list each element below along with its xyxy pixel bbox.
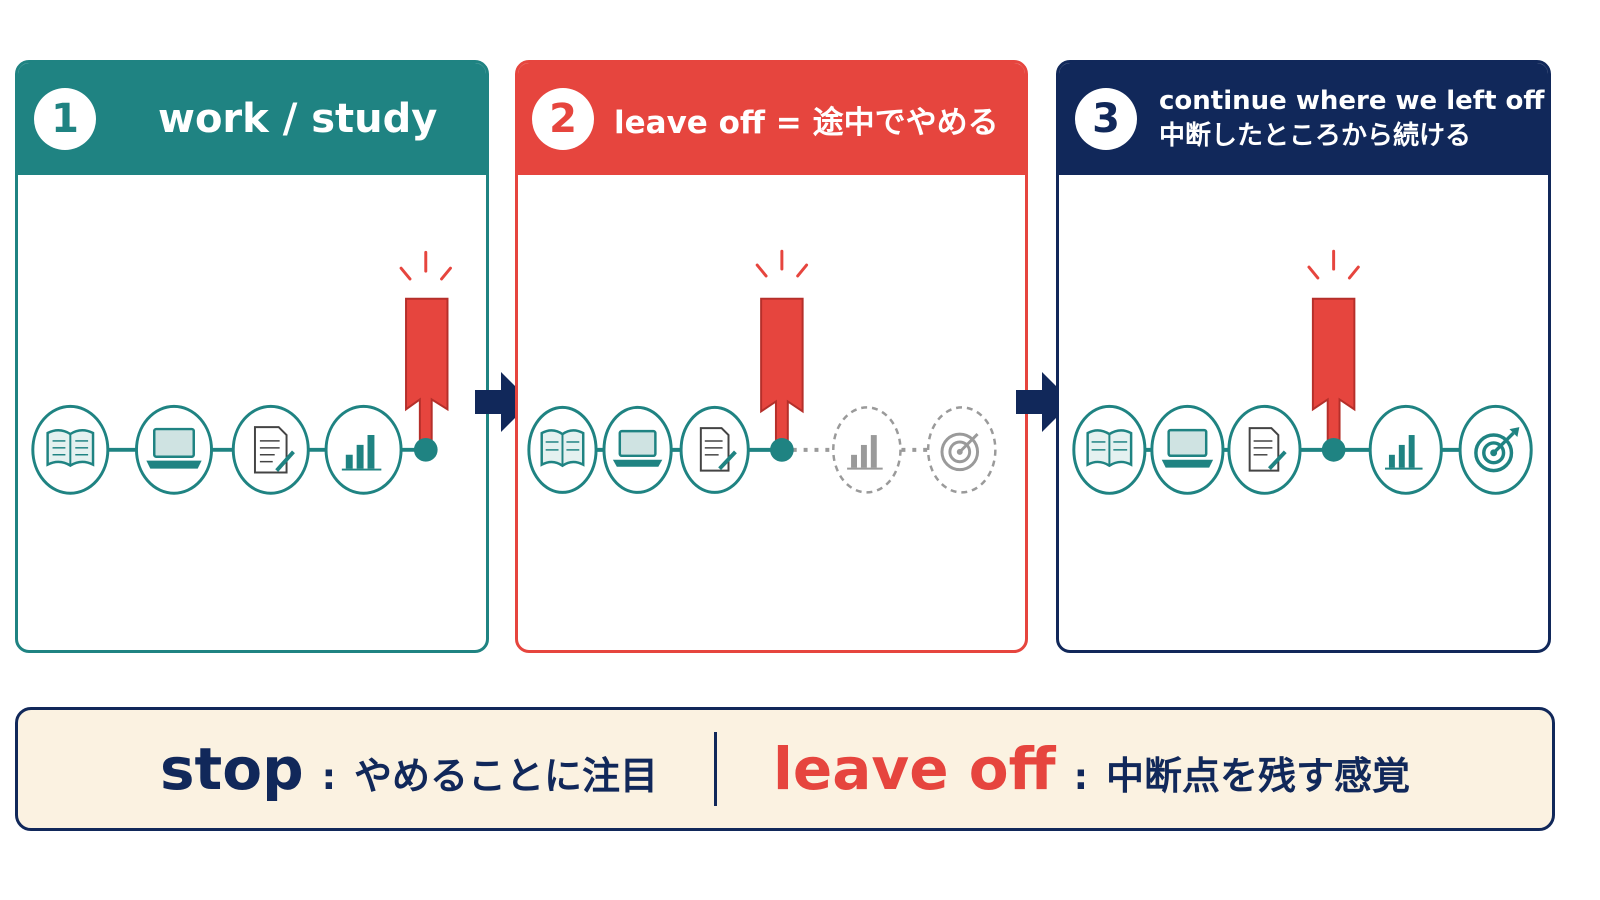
right-arrow-icon — [475, 372, 531, 432]
stop-description: やめることに注目 — [354, 754, 659, 798]
panel-header: 1 work / study — [18, 63, 486, 175]
panel-title: continue where we left off = 中断したところから続け… — [1159, 84, 1551, 154]
leave-off-description: 中断点を残す感覚 — [1105, 754, 1410, 798]
colon: : — [321, 757, 337, 798]
stop-point-marker — [413, 437, 438, 462]
summary-leave-off: leave off : 中断点を残す感覚 — [773, 735, 1410, 803]
bar-chart-icon — [324, 404, 403, 495]
step-number-badge: 1 — [34, 88, 96, 150]
panel-leave-off: 2 leave off = 途中でやめる — [515, 60, 1028, 653]
panel-title-line2: 中断したところから続ける — [1159, 121, 1472, 151]
stop-point-marker — [770, 438, 794, 462]
keyword-stop: stop — [160, 735, 304, 803]
bookmark-icon — [1307, 249, 1360, 445]
laptop-icon — [1150, 404, 1225, 495]
book-icon — [31, 404, 110, 495]
document-pen-icon — [1227, 404, 1302, 495]
step-number-badge: 3 — [1075, 88, 1137, 150]
bookmark-icon — [399, 250, 452, 445]
progress-scene — [527, 249, 997, 494]
target-icon — [1458, 404, 1533, 495]
progress-scene — [31, 250, 452, 495]
resume-point-marker — [1321, 438, 1346, 462]
step-number-badge: 2 — [532, 88, 594, 150]
panel-title-line1: continue where we left off = — [1159, 85, 1551, 116]
panel-work-study: 1 work / study — [15, 60, 489, 653]
laptop-icon — [135, 404, 213, 495]
bookmark-icon — [755, 249, 809, 445]
document-pen-icon — [231, 404, 310, 495]
laptop-icon — [602, 405, 673, 494]
panel-header: 2 leave off = 途中でやめる — [518, 63, 1025, 175]
book-icon — [1072, 404, 1147, 495]
bar-chart-icon — [1368, 404, 1443, 495]
divider — [714, 732, 718, 806]
colon: : — [1073, 757, 1088, 798]
panel-continue: 3 continue where we left off = 中断したところから… — [1056, 60, 1551, 653]
panel-title: work / study — [158, 96, 438, 142]
document-pen-icon — [679, 405, 750, 494]
progress-scene — [1072, 249, 1533, 495]
panel-header: 3 continue where we left off = 中断したところから… — [1059, 63, 1548, 175]
panel-title: leave off = 途中でやめる — [614, 104, 999, 141]
book-icon — [527, 405, 598, 494]
keyword-leave-off: leave off — [773, 735, 1056, 803]
bar-chart-icon — [832, 406, 902, 494]
summary-bar: stop : やめることに注目 leave off : 中断点を残す感覚 — [15, 707, 1555, 831]
target-icon — [926, 406, 997, 494]
right-arrow-icon — [1016, 372, 1072, 432]
summary-stop: stop : やめることに注目 — [160, 735, 658, 803]
